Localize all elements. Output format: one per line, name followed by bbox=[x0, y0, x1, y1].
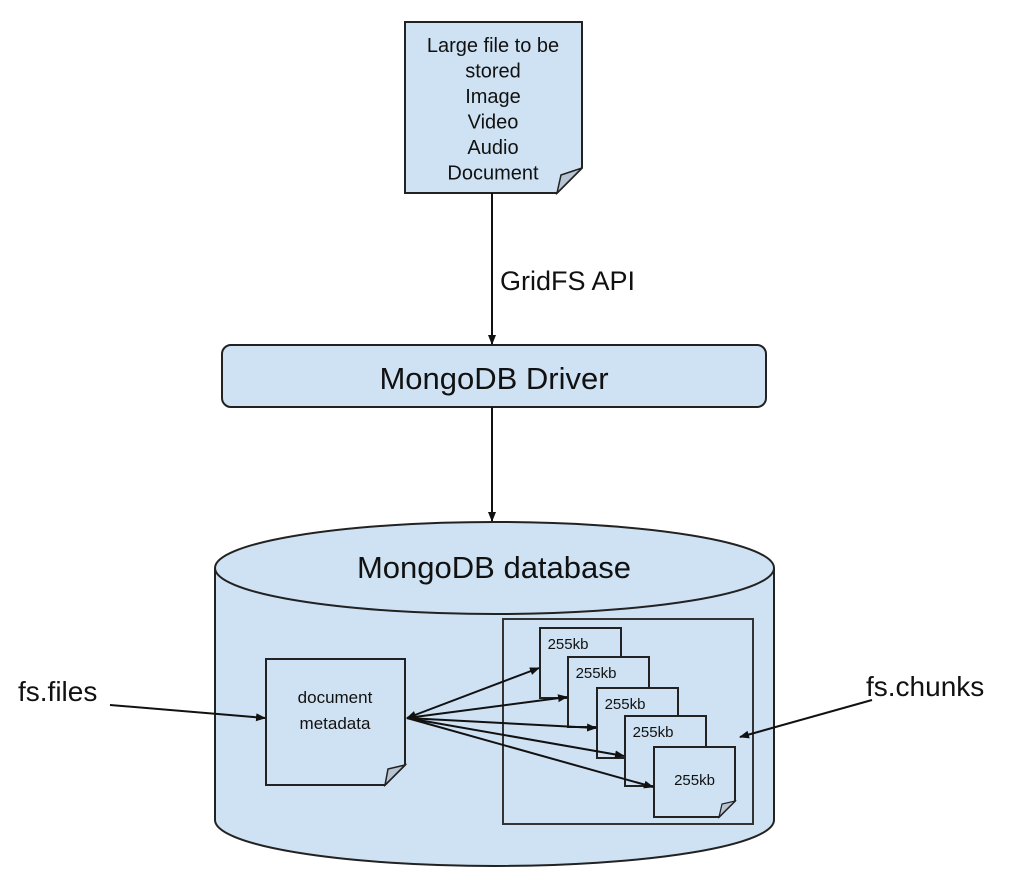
arrow-metadata-to-chunk bbox=[406, 717, 597, 732]
database-label: MongoDB database bbox=[357, 550, 631, 585]
input-file-line: Audio bbox=[467, 137, 518, 159]
arrow-metadata-to-chunk bbox=[406, 667, 540, 719]
input-file-line: Large file to be bbox=[427, 35, 559, 57]
chunk-label: 255kb bbox=[576, 665, 617, 682]
arrow-fs-chunks bbox=[739, 699, 873, 739]
fs-files-label: fs.files bbox=[18, 676, 97, 707]
folded-corner-icon bbox=[555, 167, 583, 196]
metadata-line: document bbox=[298, 688, 373, 707]
chunk-label: 255kb bbox=[605, 696, 646, 713]
chunks-collection-box bbox=[502, 618, 754, 825]
chunk-node: 255kb bbox=[653, 746, 737, 819]
driver-label: MongoDB Driver bbox=[379, 361, 608, 396]
database-node: MongoDB database bbox=[214, 521, 775, 867]
input-file-line: Document bbox=[447, 163, 539, 185]
driver-node: MongoDB Driver bbox=[221, 344, 767, 408]
metadata-document-node: document metadata bbox=[265, 658, 408, 788]
fs-chunks-label: fs.chunks bbox=[866, 671, 984, 702]
arrow-metadata-to-chunk bbox=[406, 694, 568, 719]
api-label: GridFS API bbox=[500, 266, 635, 296]
metadata-line: metadata bbox=[300, 714, 371, 733]
arrow-metadata-to-chunk bbox=[406, 717, 654, 789]
input-file-line: Video bbox=[468, 112, 519, 134]
input-file-line: stored bbox=[465, 61, 521, 83]
input-file-line: Image bbox=[465, 86, 521, 108]
arrow-metadata-to-chunk bbox=[406, 717, 625, 759]
chunk-label: 255kb bbox=[633, 724, 674, 741]
input-file-node: Large file to be storedImageVideoAudioDoc… bbox=[404, 21, 583, 196]
chunk-label: 255kb bbox=[548, 636, 589, 653]
chunk-label: 255kb bbox=[674, 772, 715, 789]
arrow-fs-files bbox=[109, 704, 266, 722]
folded-corner-icon bbox=[717, 799, 737, 819]
folded-corner-icon bbox=[383, 763, 408, 788]
